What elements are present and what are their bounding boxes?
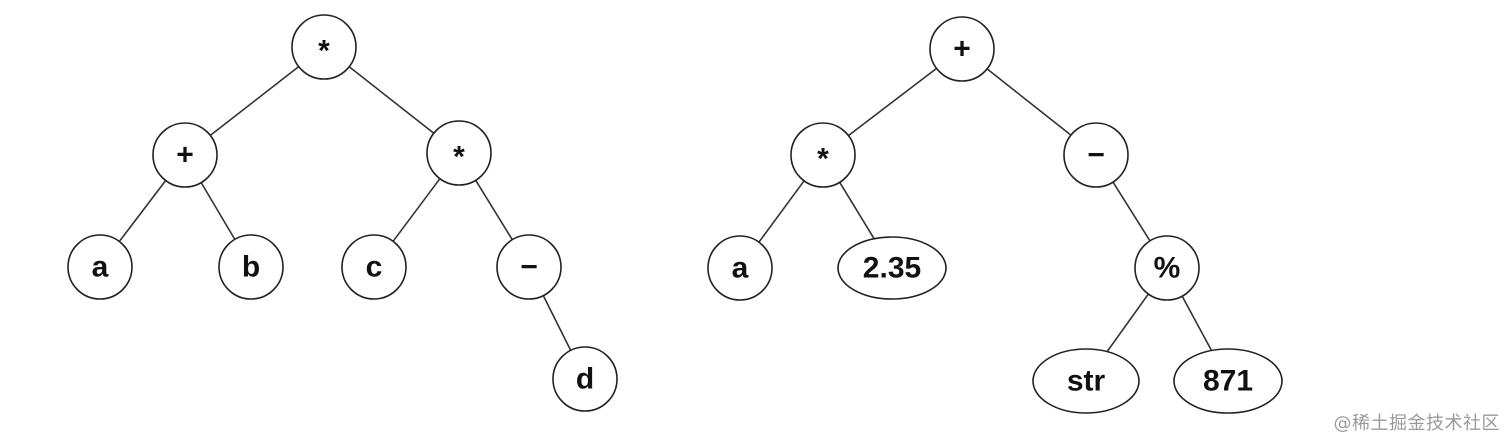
node-shape <box>291 14 357 80</box>
tree-node-plus: + <box>152 122 218 188</box>
tree-edge <box>839 181 875 240</box>
node-shape <box>1134 235 1200 301</box>
node-label: * <box>453 141 465 174</box>
tree-edges <box>118 65 1213 353</box>
tree-edge <box>118 180 167 242</box>
node-label: + <box>176 139 194 172</box>
node-label: b <box>242 251 260 284</box>
tree-nodes: * + * a b c − d + * − a 2.35% str 871 <box>67 14 1283 414</box>
tree-edge <box>986 68 1072 136</box>
node-shape <box>341 234 407 300</box>
tree-edge <box>1106 293 1150 353</box>
node-label: − <box>520 251 538 284</box>
tree-node-modulo: % <box>1134 235 1200 301</box>
tree-node-str: str <box>1032 348 1140 414</box>
node-shape <box>929 16 995 82</box>
tree-edge <box>392 178 441 242</box>
tree-node-a: a <box>707 235 773 301</box>
node-shape <box>152 122 218 188</box>
node-shape <box>1173 348 1283 414</box>
node-label: + <box>953 33 971 66</box>
tree-edge <box>1181 295 1213 351</box>
tree-node-b: b <box>218 234 284 300</box>
node-shape <box>707 235 773 301</box>
tree-edge <box>1112 181 1151 242</box>
tree-edge <box>847 67 938 137</box>
node-shape <box>1063 122 1129 188</box>
tree-edge <box>475 179 513 241</box>
node-label: % <box>1154 252 1181 285</box>
tree-edge <box>542 295 572 351</box>
tree-edge <box>209 65 300 137</box>
tree-edge <box>200 182 236 240</box>
tree-node-minus: − <box>496 234 562 300</box>
node-label: * <box>318 35 330 68</box>
node-label: str <box>1067 365 1106 398</box>
node-shape <box>837 236 947 300</box>
node-label: a <box>92 251 109 284</box>
node-shape <box>790 122 856 188</box>
tree-edge <box>758 180 805 243</box>
node-label: c <box>366 251 383 284</box>
tree-edge <box>348 66 435 134</box>
tree-node-plus: + <box>929 16 995 82</box>
node-shape <box>426 120 492 186</box>
node-label: 871 <box>1203 365 1253 398</box>
tree-node-d: d <box>552 346 618 412</box>
tree-node-2-35: 2.35 <box>837 236 947 300</box>
tree-node-multiply: * <box>291 14 357 80</box>
node-label: 2.35 <box>863 252 921 285</box>
tree-node-minus: − <box>1063 122 1129 188</box>
node-shape <box>552 346 618 412</box>
node-label: * <box>817 143 829 176</box>
tree-node-871: 871 <box>1173 348 1283 414</box>
node-label: − <box>1087 139 1105 172</box>
node-shape <box>67 234 133 300</box>
node-shape <box>218 234 284 300</box>
node-label: d <box>576 363 594 396</box>
tree-node-multiply: * <box>426 120 492 186</box>
node-label: a <box>732 252 749 285</box>
watermark-text: @稀土掘金技术社区 <box>1333 413 1500 434</box>
tree-node-a: a <box>67 234 133 300</box>
node-shape <box>1032 348 1140 414</box>
node-shape <box>496 234 562 300</box>
tree-node-c: c <box>341 234 407 300</box>
tree-node-multiply: * <box>790 122 856 188</box>
